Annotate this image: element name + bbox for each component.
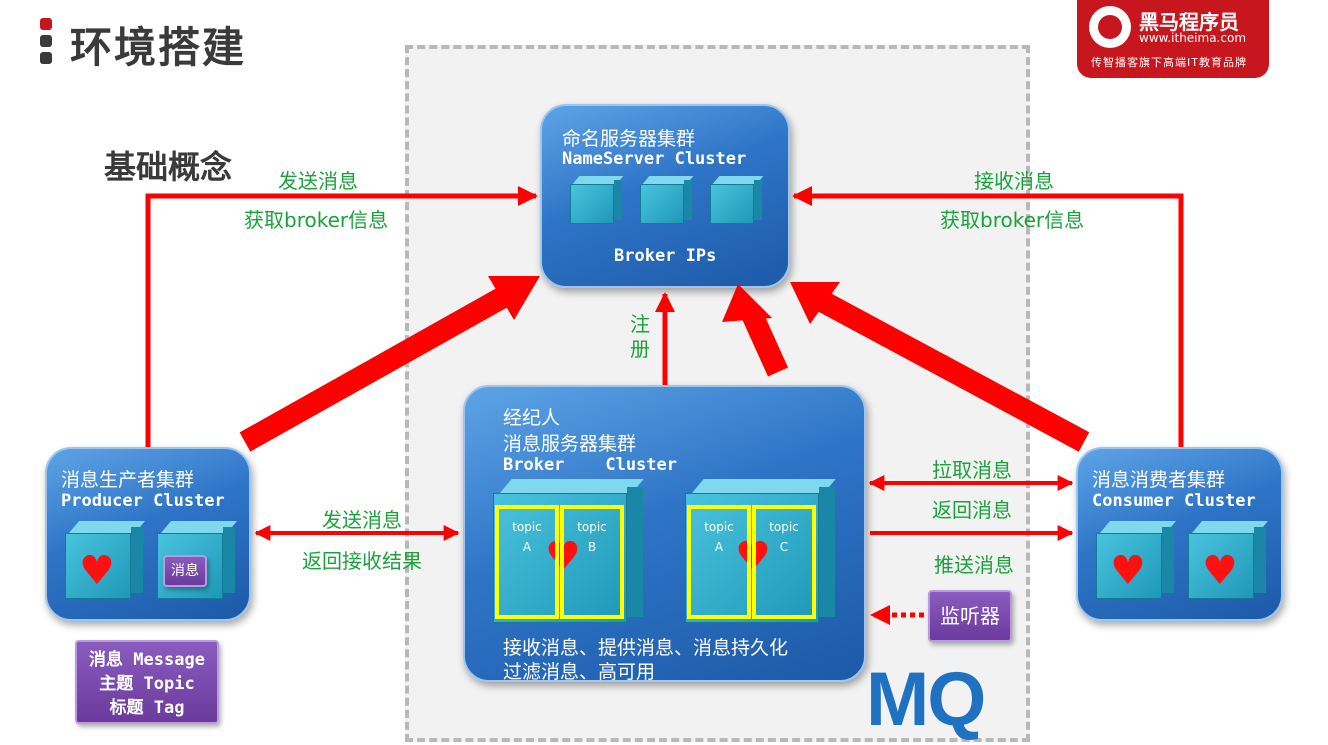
consumer-title-cn: 消息消费者集群 bbox=[1092, 469, 1226, 491]
topic-name: topic bbox=[704, 520, 734, 534]
producer-thick-arrow bbox=[239, 276, 540, 452]
message-badge: 消息 bbox=[163, 555, 207, 587]
topic-box: topic B bbox=[560, 505, 624, 619]
slide-title: 环境搭建 bbox=[70, 23, 247, 72]
brand-logo: 黑马程序员 www.itheima.com 传智播客旗下高端IT教育品牌 bbox=[1077, 0, 1269, 78]
label-consumer-get-broker: 获取broker信息 bbox=[940, 208, 1085, 232]
broker-thick-arrow bbox=[722, 284, 789, 377]
nameserver-cluster: 命名服务器集群 NameServer Cluster Broker IPs bbox=[540, 104, 790, 288]
broker-title-line1: 经纪人 bbox=[503, 407, 561, 429]
nameserver-node-3 bbox=[710, 176, 764, 224]
topic-name: topic bbox=[512, 520, 542, 534]
topic-box: topic A bbox=[495, 505, 559, 619]
producer-to-nameserver-arrow bbox=[145, 186, 538, 447]
label-register-2: 册 bbox=[630, 337, 650, 361]
horse-logo-icon bbox=[1089, 6, 1131, 48]
broker-features-line1: 接收消息、提供消息、消息持久化 bbox=[503, 637, 789, 659]
nameserver-node-1 bbox=[570, 176, 624, 224]
label-producer-send: 发送消息 bbox=[278, 169, 358, 193]
label-register-1: 注 bbox=[630, 312, 650, 336]
section-heading: 基础概念 bbox=[104, 148, 233, 186]
consumer-title-en: Consumer Cluster bbox=[1092, 491, 1256, 511]
mq-label: MQ bbox=[866, 657, 986, 742]
broker-title-line2: 消息服务器集群 bbox=[503, 433, 637, 455]
logo-url: www.itheima.com bbox=[1139, 31, 1247, 45]
topic-box: topic C bbox=[752, 505, 816, 619]
concept-message: 消息 Message bbox=[89, 650, 205, 670]
producer-cluster: 消息生产者集群 Producer Cluster ♥ 消息 bbox=[45, 447, 251, 621]
heart-icon: ♥ bbox=[79, 548, 115, 594]
producer-node-1: ♥ bbox=[65, 521, 146, 599]
broker-cluster: 经纪人 消息服务器集群 Broker Cluster ♥ topic A top… bbox=[463, 385, 866, 683]
consumer-thick-arrow bbox=[790, 282, 1090, 452]
nameserver-node-2 bbox=[640, 176, 694, 224]
producer-title-en: Producer Cluster bbox=[61, 491, 225, 511]
label-consumer-receive: 接收消息 bbox=[974, 169, 1054, 193]
concept-topic: 主题 Topic bbox=[99, 674, 195, 694]
consumer-cluster: 消息消费者集群 Consumer Cluster ♥ ♥ bbox=[1076, 447, 1283, 621]
listener-box: 监听器 bbox=[928, 590, 1012, 642]
topic-partition: A bbox=[714, 540, 724, 554]
topic-name: topic bbox=[577, 520, 607, 534]
heart-icon: ♥ bbox=[1110, 548, 1146, 594]
label-pull-message: 拉取消息 bbox=[932, 458, 1012, 482]
title-bar-bottom bbox=[40, 52, 52, 64]
title-bar-top bbox=[40, 18, 52, 30]
broker-title-en: Broker Cluster bbox=[503, 455, 677, 475]
topic-name: topic bbox=[769, 520, 799, 534]
producer-node-2: 消息 bbox=[157, 521, 238, 599]
title-bar-middle bbox=[40, 35, 52, 47]
topic-box: topic A bbox=[687, 505, 751, 619]
label-return-message: 返回消息 bbox=[932, 498, 1012, 522]
consumer-node-2: ♥ bbox=[1188, 521, 1269, 599]
consumer-to-nameserver-arrow bbox=[792, 186, 1184, 447]
consumer-node-1: ♥ bbox=[1096, 521, 1177, 599]
concept-legend-box: 消息 Message 主题 Topic 标题 Tag bbox=[75, 640, 219, 724]
logo-name: 黑马程序员 bbox=[1139, 10, 1239, 34]
label-send-message: 发送消息 bbox=[322, 508, 402, 532]
topic-partition: A bbox=[522, 540, 532, 554]
broker-features-line2: 过滤消息、高可用 bbox=[503, 661, 656, 683]
label-producer-get-broker: 获取broker信息 bbox=[244, 208, 389, 232]
nameserver-title-cn: 命名服务器集群 bbox=[562, 128, 696, 150]
broker-ips-label: Broker IPs bbox=[614, 246, 717, 266]
topic-partition: B bbox=[587, 540, 597, 554]
nameserver-title-en: NameServer Cluster bbox=[562, 149, 747, 169]
heart-icon: ♥ bbox=[1202, 548, 1238, 594]
logo-slogan: 传智播客旗下高端IT教育品牌 bbox=[1091, 56, 1247, 69]
topic-partition: C bbox=[779, 540, 789, 554]
concept-tag: 标题 Tag bbox=[109, 698, 185, 718]
label-return-result: 返回接收结果 bbox=[302, 549, 422, 573]
label-push-message: 推送消息 bbox=[934, 553, 1014, 577]
producer-title-cn: 消息生产者集群 bbox=[61, 469, 195, 491]
